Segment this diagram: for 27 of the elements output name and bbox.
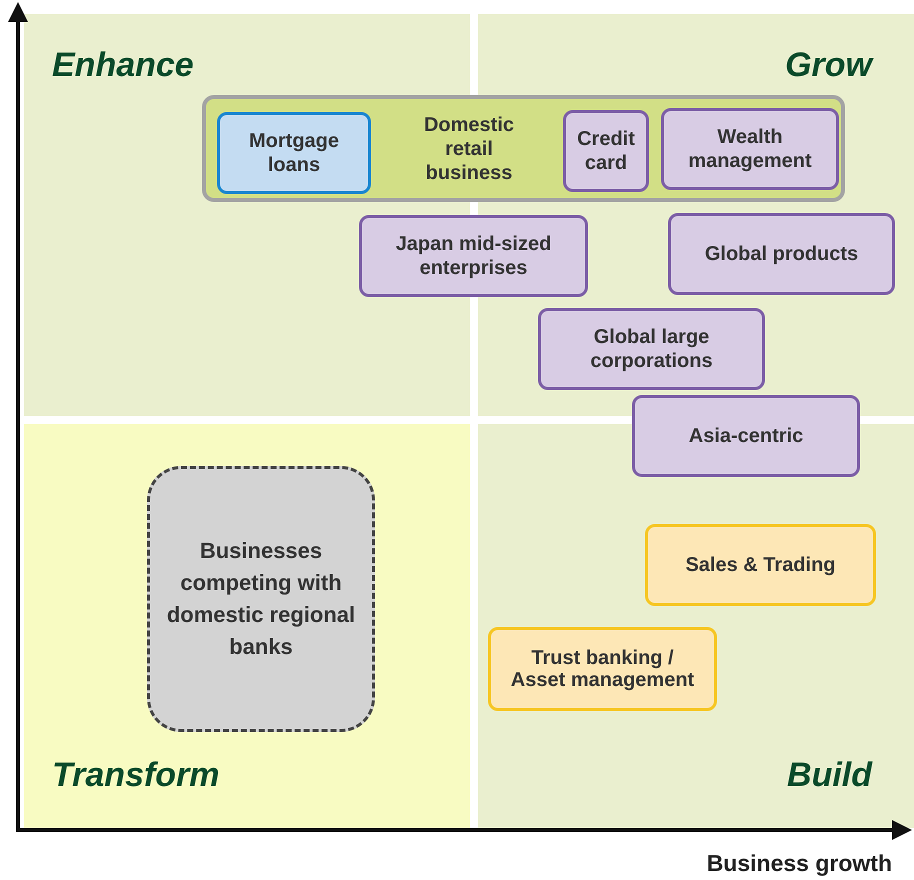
quadrant-label: Transform xyxy=(52,756,220,795)
quadrant-label: Build xyxy=(787,756,872,795)
box-label: Asia-centric xyxy=(688,424,804,448)
axis-label: Business growth xyxy=(706,850,892,877)
process-box xyxy=(668,213,895,295)
process-box xyxy=(538,308,765,390)
box-label: Global products xyxy=(704,242,860,266)
box-label: Global large corporations xyxy=(589,325,714,373)
group-box xyxy=(202,95,845,202)
box-label: Mortgage loans xyxy=(248,129,340,177)
box-label: Japan mid-sized enterprises xyxy=(394,232,552,280)
process-box xyxy=(661,108,839,190)
process-box xyxy=(147,466,375,732)
box-label: Credit card xyxy=(576,127,636,175)
process-box xyxy=(632,395,860,477)
quadrant-label: Enhance xyxy=(52,46,194,85)
process-box xyxy=(217,112,371,194)
process-box xyxy=(645,524,876,606)
box-label: Domestic retail business xyxy=(422,112,516,184)
box-label: Wealth management xyxy=(687,125,813,173)
process-box xyxy=(359,215,588,297)
quadrant-label: Grow xyxy=(785,46,872,85)
process-box xyxy=(563,110,649,192)
process-box xyxy=(488,627,717,711)
box-label: Sales & Trading xyxy=(684,553,837,577)
box-label: Trust banking / Asset management xyxy=(510,647,696,691)
box-label: Businesses competing with domestic regional banks xyxy=(166,537,356,661)
